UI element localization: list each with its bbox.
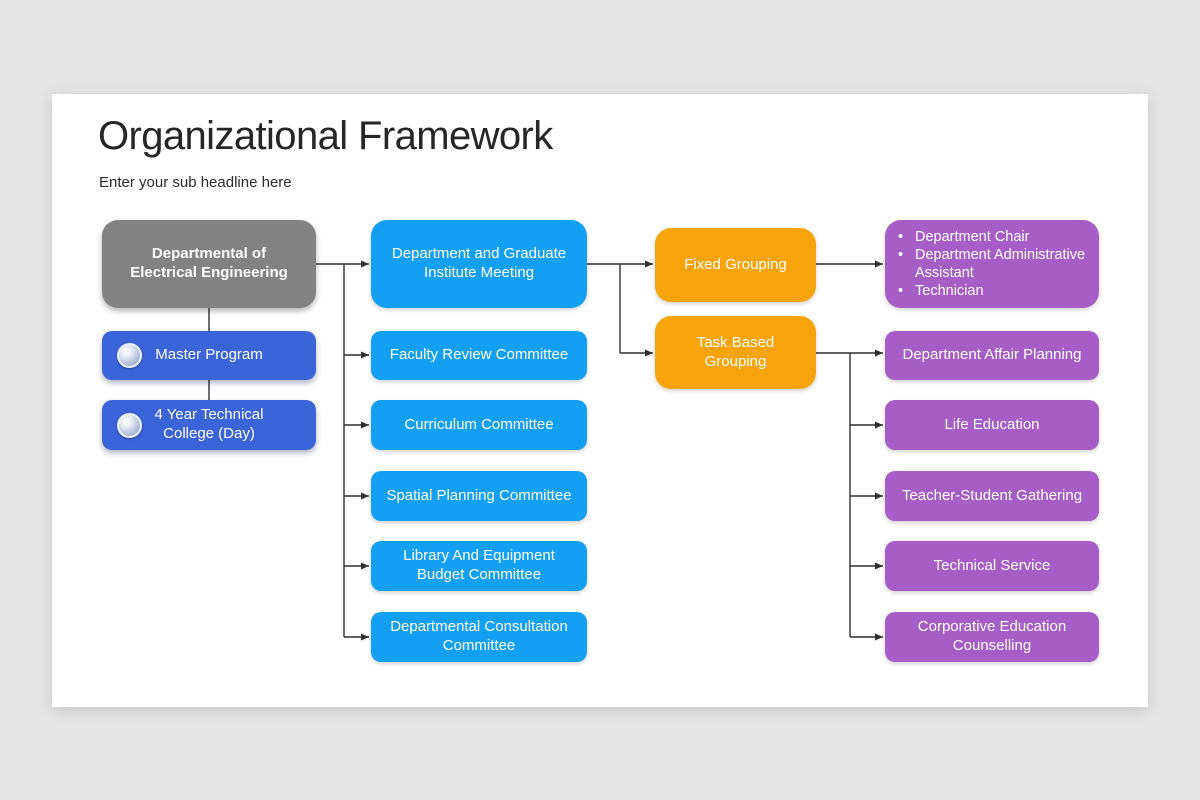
node-departmental-consultation-committee: Departmental Consultation Committee — [371, 612, 587, 662]
bullet-item: Technician — [891, 282, 1093, 300]
node-master-program: Master Program — [102, 331, 316, 380]
node-department-graduate-institute-meeting: Department and Graduate Institute Meetin… — [371, 220, 587, 308]
slide: Organizational Framework Enter your sub … — [52, 94, 1148, 707]
node-fixed-grouping-members: Department Chair Department Administrati… — [885, 220, 1099, 308]
node-label: Spatial Planning Committee — [386, 486, 572, 504]
sphere-icon — [117, 412, 142, 438]
node-faculty-review-committee: Faculty Review Committee — [371, 331, 587, 380]
node-fixed-grouping: Fixed Grouping — [655, 228, 816, 302]
slide-subtitle: Enter your sub headline here — [99, 174, 292, 191]
node-label: Technical Service — [933, 556, 1051, 574]
node-label: 4 Year Technical College (Day) — [154, 406, 264, 442]
node-teacher-student-gathering: Teacher-Student Gathering — [885, 471, 1099, 521]
bullet-item: Department Administrative Assistant — [891, 246, 1093, 282]
node-root-department: Departmental of Electrical Engineering — [102, 220, 316, 308]
slide-title: Organizational Framework — [98, 114, 553, 158]
node-department-affair-planning: Department Affair Planning — [885, 331, 1099, 380]
node-label: Faculty Review Committee — [389, 346, 569, 364]
node-4-year-technical-college: 4 Year Technical College (Day) — [102, 400, 316, 450]
node-label: Master Program — [155, 346, 263, 364]
node-label: Teacher-Student Gathering — [901, 486, 1083, 504]
node-label: Fixed Grouping — [684, 255, 787, 273]
bullet-list: Department Chair Department Administrati… — [891, 228, 1093, 300]
node-label: Departmental of Electrical Engineering — [130, 245, 288, 281]
node-curriculum-committee: Curriculum Committee — [371, 400, 587, 450]
node-spatial-planning-committee: Spatial Planning Committee — [371, 471, 587, 521]
node-label: Curriculum Committee — [404, 415, 554, 433]
node-label: Corporative Education Counselling — [917, 618, 1067, 654]
bullet-item: Department Chair — [891, 228, 1093, 246]
node-library-equipment-budget-committee: Library And Equipment Budget Committee — [371, 541, 587, 591]
node-label: Life Education — [944, 415, 1040, 433]
node-label: Task Based Grouping — [696, 333, 775, 370]
node-life-education: Life Education — [885, 400, 1099, 450]
node-task-based-grouping: Task Based Grouping — [655, 316, 816, 389]
node-corporative-education-counselling: Corporative Education Counselling — [885, 612, 1099, 662]
node-label: Department Affair Planning — [902, 346, 1082, 364]
node-label: Departmental Consultation Committee — [390, 618, 568, 654]
node-label: Department and Graduate Institute Meetin… — [391, 245, 567, 281]
node-label: Library And Equipment Budget Committee — [403, 547, 555, 583]
node-technical-service: Technical Service — [885, 541, 1099, 591]
sphere-icon — [117, 343, 142, 368]
